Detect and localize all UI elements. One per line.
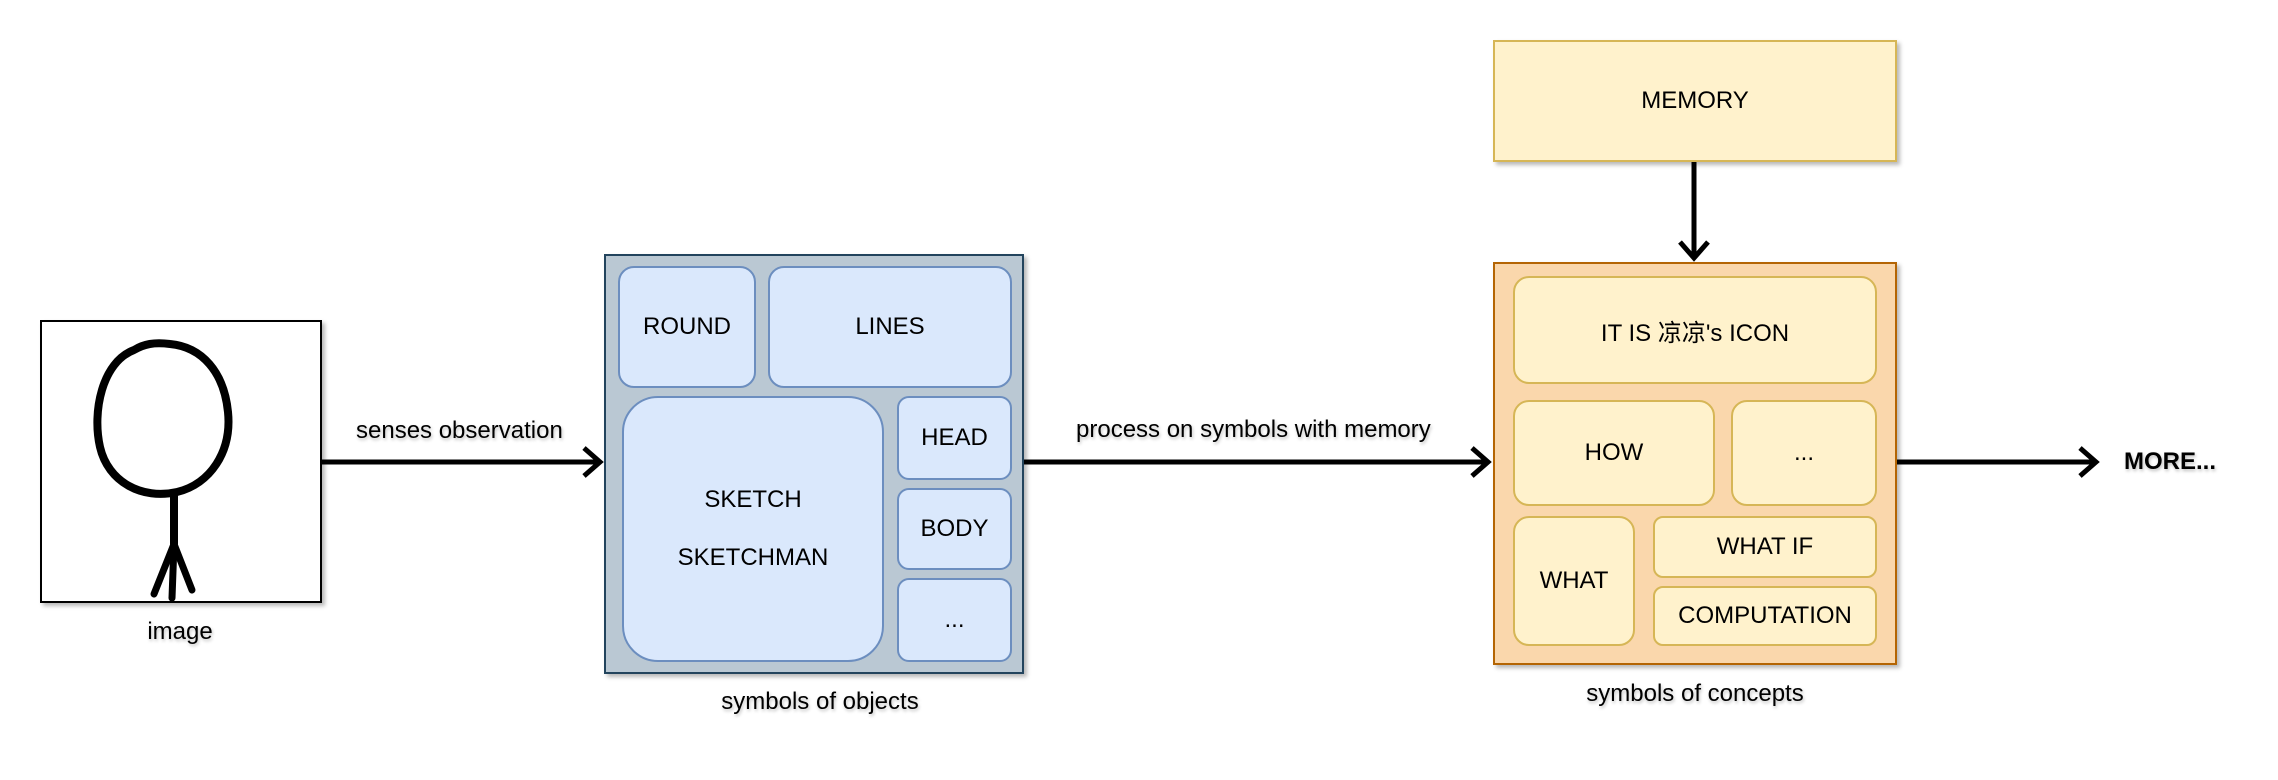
memory-box: MEMORY: [1493, 40, 1897, 162]
concepts-caption: symbols of concepts: [1586, 680, 1804, 707]
arrow-memory-to-concepts: [1678, 162, 1710, 262]
how-box: HOW: [1513, 400, 1715, 506]
arrow-concepts-to-more: [1897, 446, 2100, 478]
concepts-more-box: ...: [1731, 400, 1877, 506]
what-box: WHAT: [1513, 516, 1635, 646]
lines-box: LINES: [768, 266, 1012, 388]
stick-figure-sketch: [93, 339, 233, 602]
body-box: BODY: [897, 488, 1012, 570]
objects-caption: symbols of objects: [721, 688, 919, 715]
more-label: MORE...: [2124, 448, 2217, 475]
head-box: HEAD: [897, 396, 1012, 480]
round-box: ROUND: [618, 266, 756, 388]
sketchman-label: SKETCHMAN: [677, 544, 829, 571]
arrow-image-to-objects: [321, 446, 604, 478]
senses-observation-label: senses observation: [356, 417, 563, 444]
what-if-box: WHAT IF: [1653, 516, 1877, 578]
image-frame: [40, 320, 322, 603]
objects-more-box: ...: [897, 578, 1012, 662]
sketch-label: SKETCH: [704, 486, 802, 513]
computation-box: COMPUTATION: [1653, 586, 1877, 646]
arrow-objects-to-concepts: [1020, 446, 1492, 478]
process-label: process on symbols with memory: [1076, 416, 1431, 443]
image-caption: image: [147, 618, 213, 645]
icon-box: IT IS 凉凉's ICON: [1513, 276, 1877, 384]
sketch-box: SKETCH SKETCHMAN: [622, 396, 884, 662]
